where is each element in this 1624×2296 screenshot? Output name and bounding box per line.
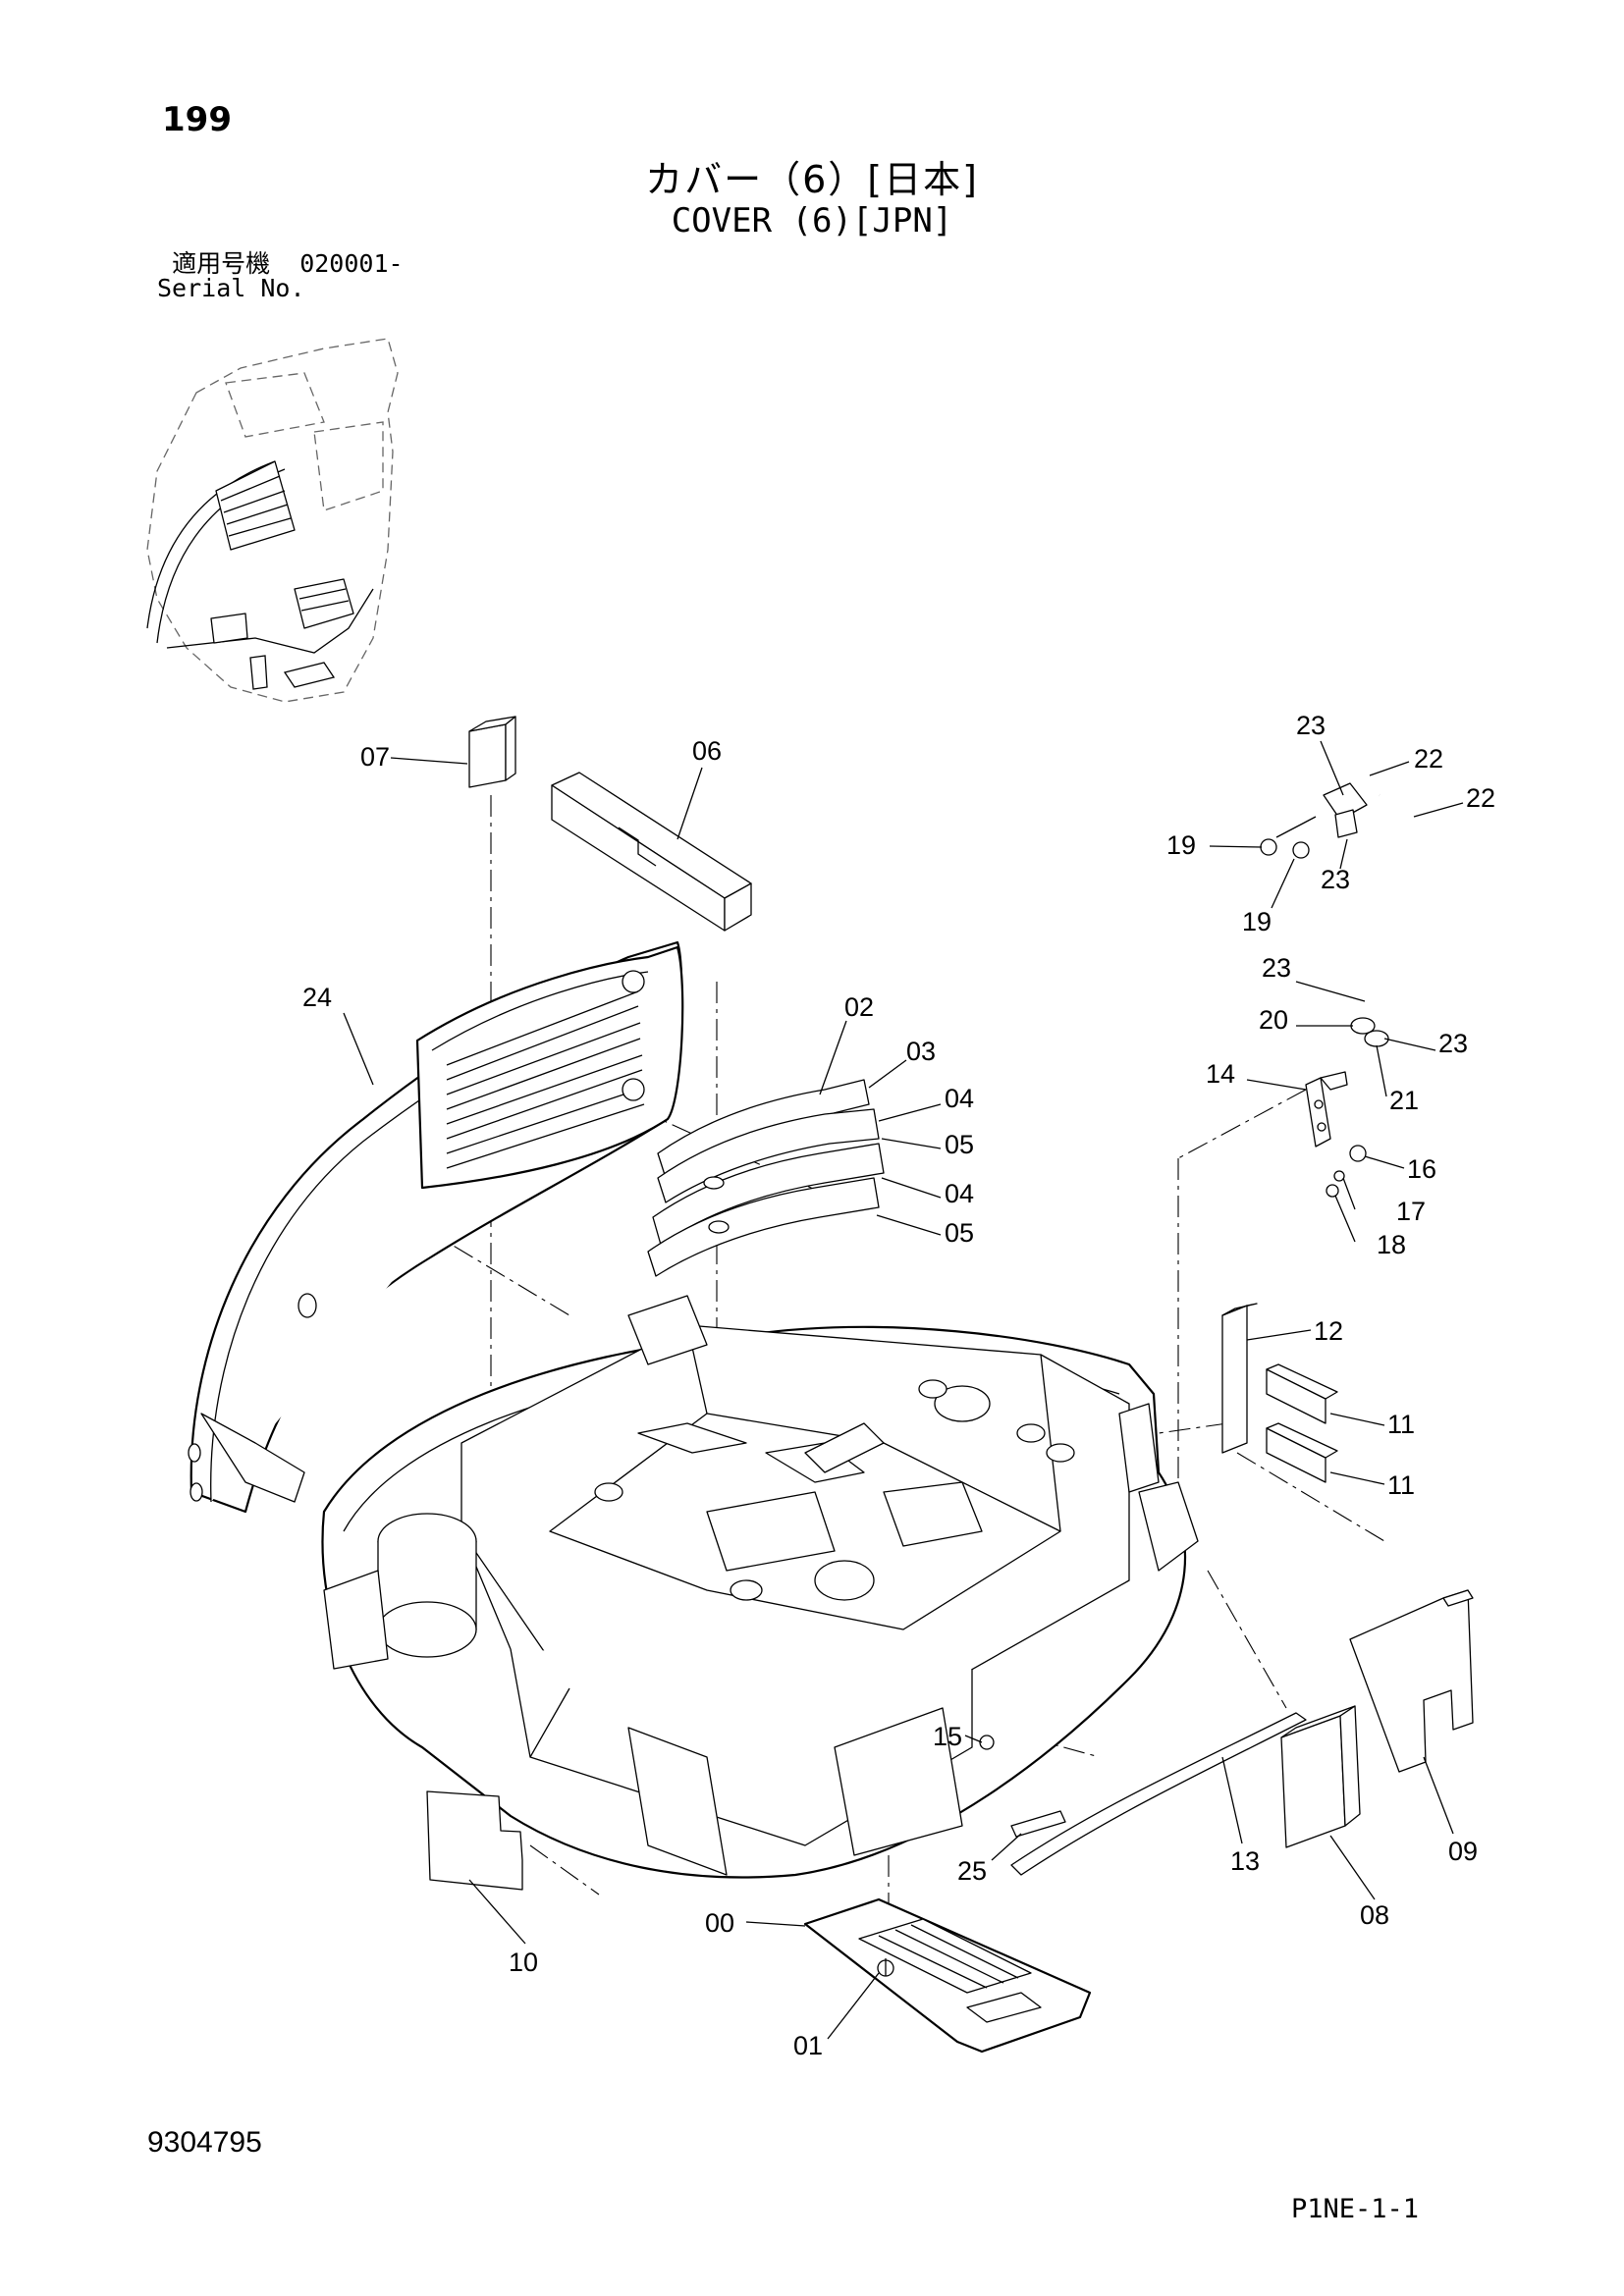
label-07: 07 — [360, 742, 390, 772]
label-21: 21 — [1389, 1086, 1419, 1115]
label-04-lower: 04 — [945, 1179, 974, 1208]
label-22-right: 22 — [1466, 783, 1495, 813]
label-08: 08 — [1360, 1900, 1389, 1930]
part-labels: 07 06 23 22 22 19 23 19 24 02 03 23 20 2… — [302, 711, 1495, 2060]
label-13: 13 — [1230, 1846, 1260, 1876]
serial-label-en: Serial No. — [157, 274, 305, 302]
label-04-upper: 04 — [945, 1084, 974, 1113]
part-25-strip — [1010, 1810, 1066, 1838]
label-11-lower: 11 — [1387, 1470, 1415, 1500]
label-24: 24 — [302, 983, 332, 1012]
label-15: 15 — [933, 1722, 962, 1751]
label-23-right: 23 — [1438, 1029, 1468, 1058]
label-00: 00 — [705, 1908, 734, 1938]
machine-overview-thumbnail — [146, 338, 399, 703]
label-leaders — [343, 740, 1464, 2040]
label-02: 02 — [844, 992, 874, 1022]
part-07-block — [468, 716, 516, 788]
label-22-top: 22 — [1414, 744, 1443, 774]
page-code: P1NE-1-1 — [1291, 2194, 1420, 2224]
parts-16-18-hardware — [1326, 1145, 1367, 1198]
label-03: 03 — [906, 1037, 936, 1066]
label-14: 14 — [1206, 1059, 1235, 1089]
part-13-strip — [1010, 1712, 1307, 1876]
label-09: 09 — [1448, 1837, 1478, 1866]
label-06: 06 — [692, 736, 722, 766]
serial-label-ja: 適用号機 — [172, 249, 271, 278]
label-18: 18 — [1377, 1230, 1406, 1259]
hose-assembly — [1260, 782, 1438, 1047]
label-19-left: 19 — [1166, 830, 1196, 860]
serial-info: 適用号機 020001- Serial No. — [157, 251, 404, 300]
label-23-hose: 23 — [1262, 953, 1291, 983]
label-10: 10 — [509, 1948, 538, 1977]
label-19-lower: 19 — [1242, 907, 1272, 936]
parts-02-05-seal-blocks — [647, 1079, 885, 1277]
label-05-upper: 05 — [945, 1130, 974, 1159]
label-23-mid: 23 — [1321, 865, 1350, 894]
serial-value: 020001- — [299, 249, 404, 278]
part-14-bracket — [1305, 1071, 1348, 1148]
label-12: 12 — [1314, 1316, 1343, 1346]
document-number: 9304795 — [147, 2126, 262, 2159]
label-25: 25 — [957, 1856, 987, 1886]
part-00-under-cover — [803, 1897, 1092, 2054]
label-16: 16 — [1407, 1154, 1436, 1184]
part-12-tall-block — [1221, 1303, 1258, 1454]
label-20: 20 — [1259, 1005, 1288, 1035]
part-15-bolt — [979, 1735, 995, 1750]
page-number: 199 — [162, 100, 232, 139]
part-01-bolt — [877, 1958, 894, 1977]
cover-grille — [415, 945, 684, 1190]
upper-frame — [321, 1295, 1199, 1879]
part-09-plate — [1349, 1589, 1474, 1773]
title-english: COVER (6)[JPN] — [671, 201, 953, 240]
part-06-long-block — [551, 772, 752, 932]
part-10-plate — [426, 1790, 523, 1891]
label-11-upper: 11 — [1387, 1410, 1415, 1439]
label-05-lower: 05 — [945, 1218, 974, 1248]
part-08-block — [1280, 1705, 1361, 1848]
title-japanese: カバー（6）[日本] — [645, 158, 979, 201]
part-11-blocks — [1266, 1363, 1338, 1483]
label-01: 01 — [793, 2031, 823, 2060]
label-17: 17 — [1396, 1197, 1426, 1226]
label-23-top: 23 — [1296, 711, 1326, 740]
